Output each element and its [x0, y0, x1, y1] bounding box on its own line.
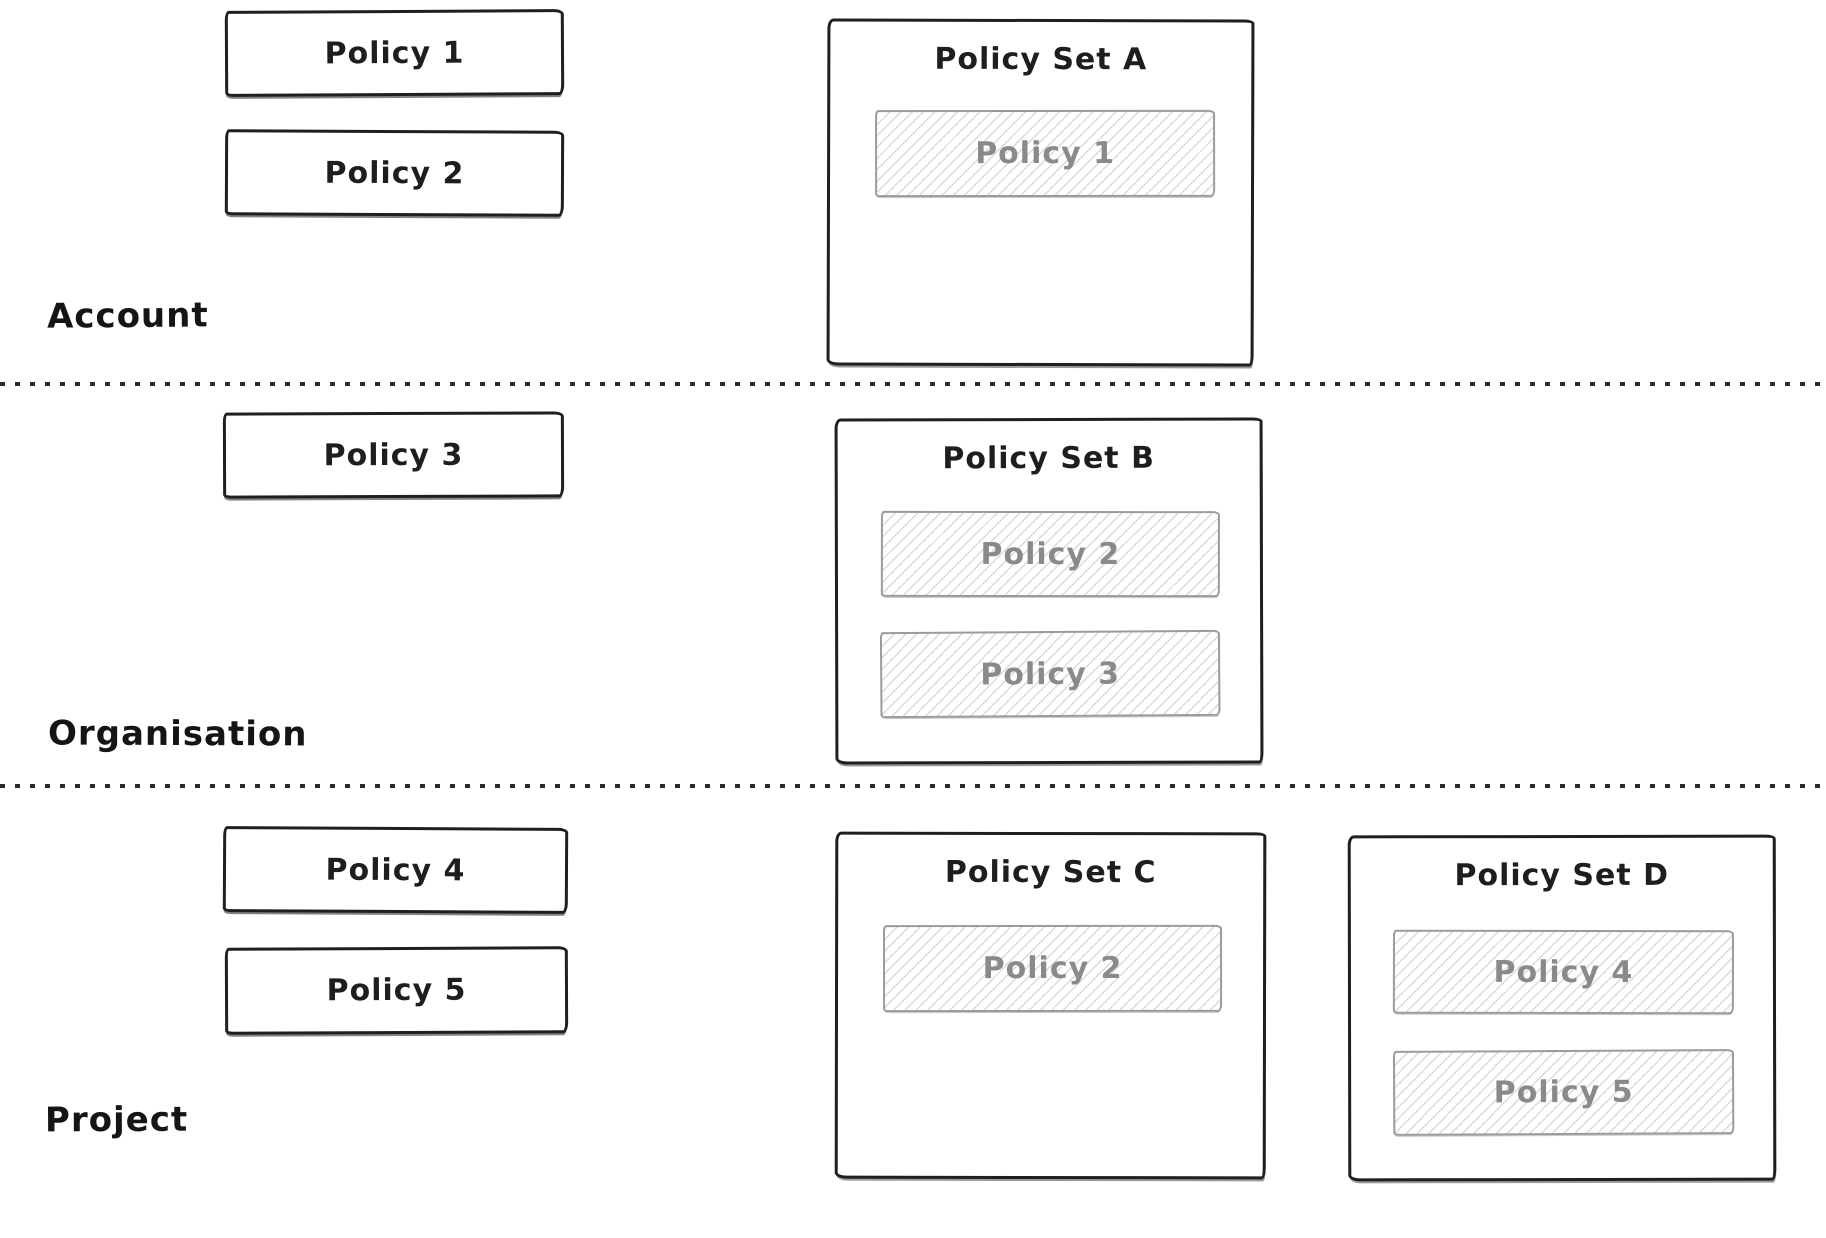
policy-set-b-member-policy-2-label: Policy 2	[980, 536, 1121, 572]
policy-set-a-member-policy-1: Policy 1	[875, 109, 1216, 198]
policy-4-chip-label: Policy 4	[325, 852, 466, 888]
policy-set-d-member-policy-5-label: Policy 5	[1493, 1074, 1634, 1111]
section-label-account: Account	[46, 295, 209, 337]
policy-2-chip-label: Policy 2	[324, 155, 465, 191]
policy-2-chip: Policy 2	[224, 129, 565, 217]
policy-set-a-member-policy-1-label: Policy 1	[975, 135, 1116, 172]
policy-3-chip-label: Policy 3	[323, 437, 464, 473]
section-label-project: Project	[44, 1099, 189, 1141]
policy-5-chip-label: Policy 5	[326, 972, 467, 1009]
section-label-organisation: Organisation	[47, 713, 308, 755]
policy-5-chip: Policy 5	[224, 946, 569, 1035]
policy-set-b: Policy Set B Policy 2 Policy 3	[834, 417, 1264, 765]
policy-set-b-member-policy-2: Policy 2	[880, 510, 1220, 598]
policy-set-b-member-policy-3-label: Policy 3	[980, 656, 1121, 692]
divider-account-organisation	[0, 382, 1826, 386]
policy-set-a: Policy Set A Policy 1	[826, 18, 1255, 367]
policy-set-c: Policy Set C Policy 2	[834, 831, 1267, 1180]
policy-set-a-title: Policy Set A	[934, 41, 1148, 78]
policy-set-d-member-policy-5: Policy 5	[1392, 1049, 1735, 1136]
policy-set-d-title: Policy Set D	[1454, 857, 1670, 894]
policy-set-c-member-policy-2-label: Policy 2	[982, 950, 1123, 987]
policy-set-d-member-policy-4-label: Policy 4	[1493, 954, 1634, 990]
policy-3-chip: Policy 3	[222, 411, 565, 499]
policy-4-chip: Policy 4	[222, 826, 569, 914]
policy-set-c-member-policy-2: Policy 2	[883, 924, 1223, 1013]
policy-set-b-member-policy-3: Policy 3	[879, 629, 1221, 719]
policy-set-b-title: Policy Set B	[942, 440, 1155, 477]
policy-1-chip-label: Policy 1	[324, 35, 465, 71]
divider-organisation-project	[0, 784, 1826, 788]
policy-set-d: Policy Set D Policy 4 Policy 5	[1347, 834, 1777, 1182]
policy-set-c-title: Policy Set C	[944, 854, 1157, 891]
policy-set-d-member-policy-4: Policy 4	[1392, 929, 1735, 1015]
policy-1-chip: Policy 1	[224, 9, 565, 97]
